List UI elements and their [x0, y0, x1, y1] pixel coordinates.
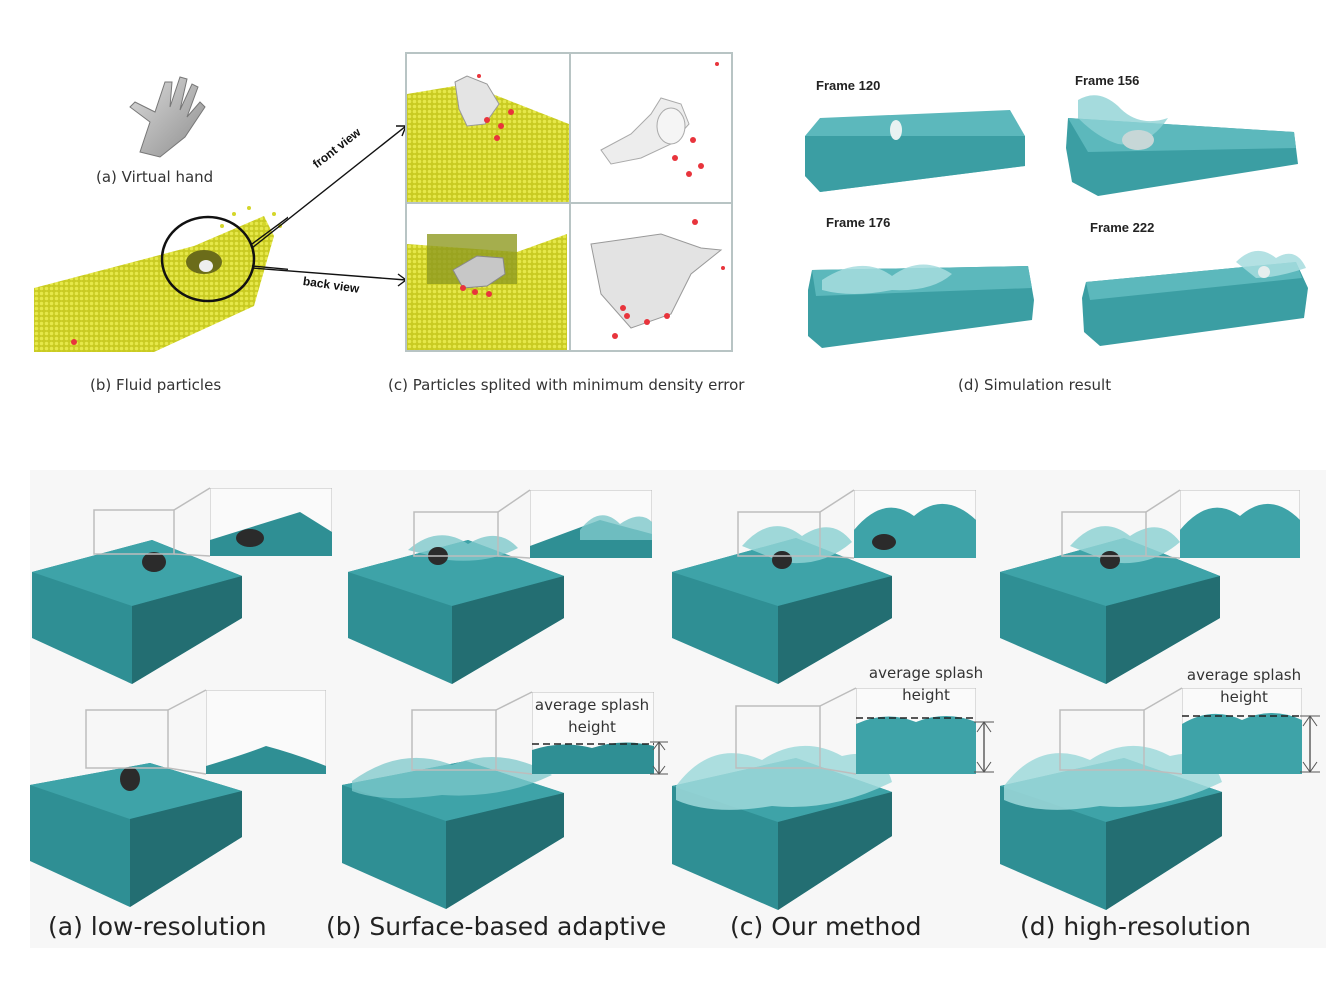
frame-label-3: Frame 176: [826, 215, 891, 230]
front-view-fluid-panel: [407, 74, 569, 202]
frame-label-4: Frame 222: [1090, 220, 1155, 235]
cube-low-res-2: [30, 763, 242, 907]
cube-our-method-1: [672, 526, 892, 684]
frame-label-1: Frame 120: [816, 78, 881, 93]
inset-high-res-2: [1182, 688, 1302, 774]
fluid-particles-image: [34, 206, 288, 352]
virtual-hand-caption: (a) Virtual hand: [96, 168, 214, 186]
particle-split-grid: [405, 52, 733, 352]
simulation-result-caption: (d) Simulation result: [958, 376, 1112, 394]
simulation-frame-176: [808, 264, 1034, 348]
inset-low-res-1: [210, 488, 332, 556]
splash-height-label-b: average splash height: [534, 696, 650, 736]
virtual-hand-image: [129, 76, 206, 158]
front-view-hand-panel: [600, 62, 719, 177]
fluid-particles-caption: (b) Fluid particles: [90, 376, 222, 394]
caption-high-resolution: (d) high-resolution: [1020, 912, 1251, 941]
frame-label-2: Frame 156: [1075, 73, 1140, 88]
height-arrow-c: [974, 721, 994, 773]
inset-surface-adaptive-1: [530, 490, 652, 558]
height-arrow-d: [1300, 715, 1320, 773]
back-view-hand-panel: [590, 219, 725, 339]
inset-our-method-2: [856, 688, 976, 774]
caption-our-method: (c) Our method: [730, 912, 922, 941]
inset-high-res-1: [1180, 490, 1300, 558]
inset-our-method-1: [854, 490, 976, 558]
back-view-fluid-panel: [407, 234, 567, 350]
simulation-frame-156: [1066, 95, 1298, 196]
splash-height-label-c: average splash height: [868, 664, 984, 704]
caption-low-resolution: (a) low-resolution: [48, 912, 267, 941]
inset-low-res-2: [206, 690, 326, 774]
caption-surface-based-adaptive: (b) Surface-based adaptive: [326, 912, 667, 941]
inset-surface-adaptive-2: [532, 692, 654, 774]
cube-surface-adaptive-2: [342, 757, 564, 909]
simulation-frame-222: [1082, 250, 1308, 346]
simulation-frame-120: [805, 110, 1025, 192]
height-arrow-b: [650, 741, 668, 775]
cube-high-res-2: [1000, 745, 1222, 910]
particles-split-caption: (c) Particles splited with minimum densi…: [388, 376, 745, 394]
splash-height-label-d: average splash height: [1186, 666, 1302, 706]
